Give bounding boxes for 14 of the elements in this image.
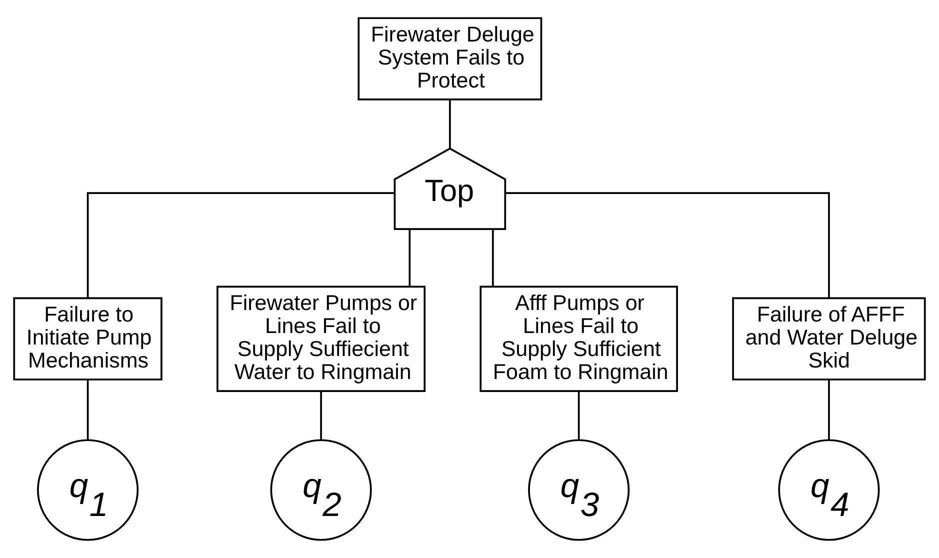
node-box: Afff Pumps or Lines Fail to Supply Sufficient Foam to Ringmain [480, 286, 678, 392]
connector [578, 391, 580, 440]
connector [449, 100, 451, 148]
connector [492, 229, 494, 286]
connector [320, 391, 322, 440]
connector [86, 192, 395, 298]
node-box: Failure of AFFF and Water Deluge Skid [732, 297, 926, 380]
connector [86, 380, 89, 440]
connector [505, 192, 830, 298]
connector [408, 229, 411, 286]
node-box: Failure to Initiate Pump Mechanisms [13, 297, 162, 380]
connector [828, 380, 830, 440]
node-box: Firewater Pumps or Lines Fail to Supply Suffiecient Water to Ringmain [216, 286, 426, 392]
node-box: Firewater Deluge System Fails to Protect [358, 17, 542, 100]
